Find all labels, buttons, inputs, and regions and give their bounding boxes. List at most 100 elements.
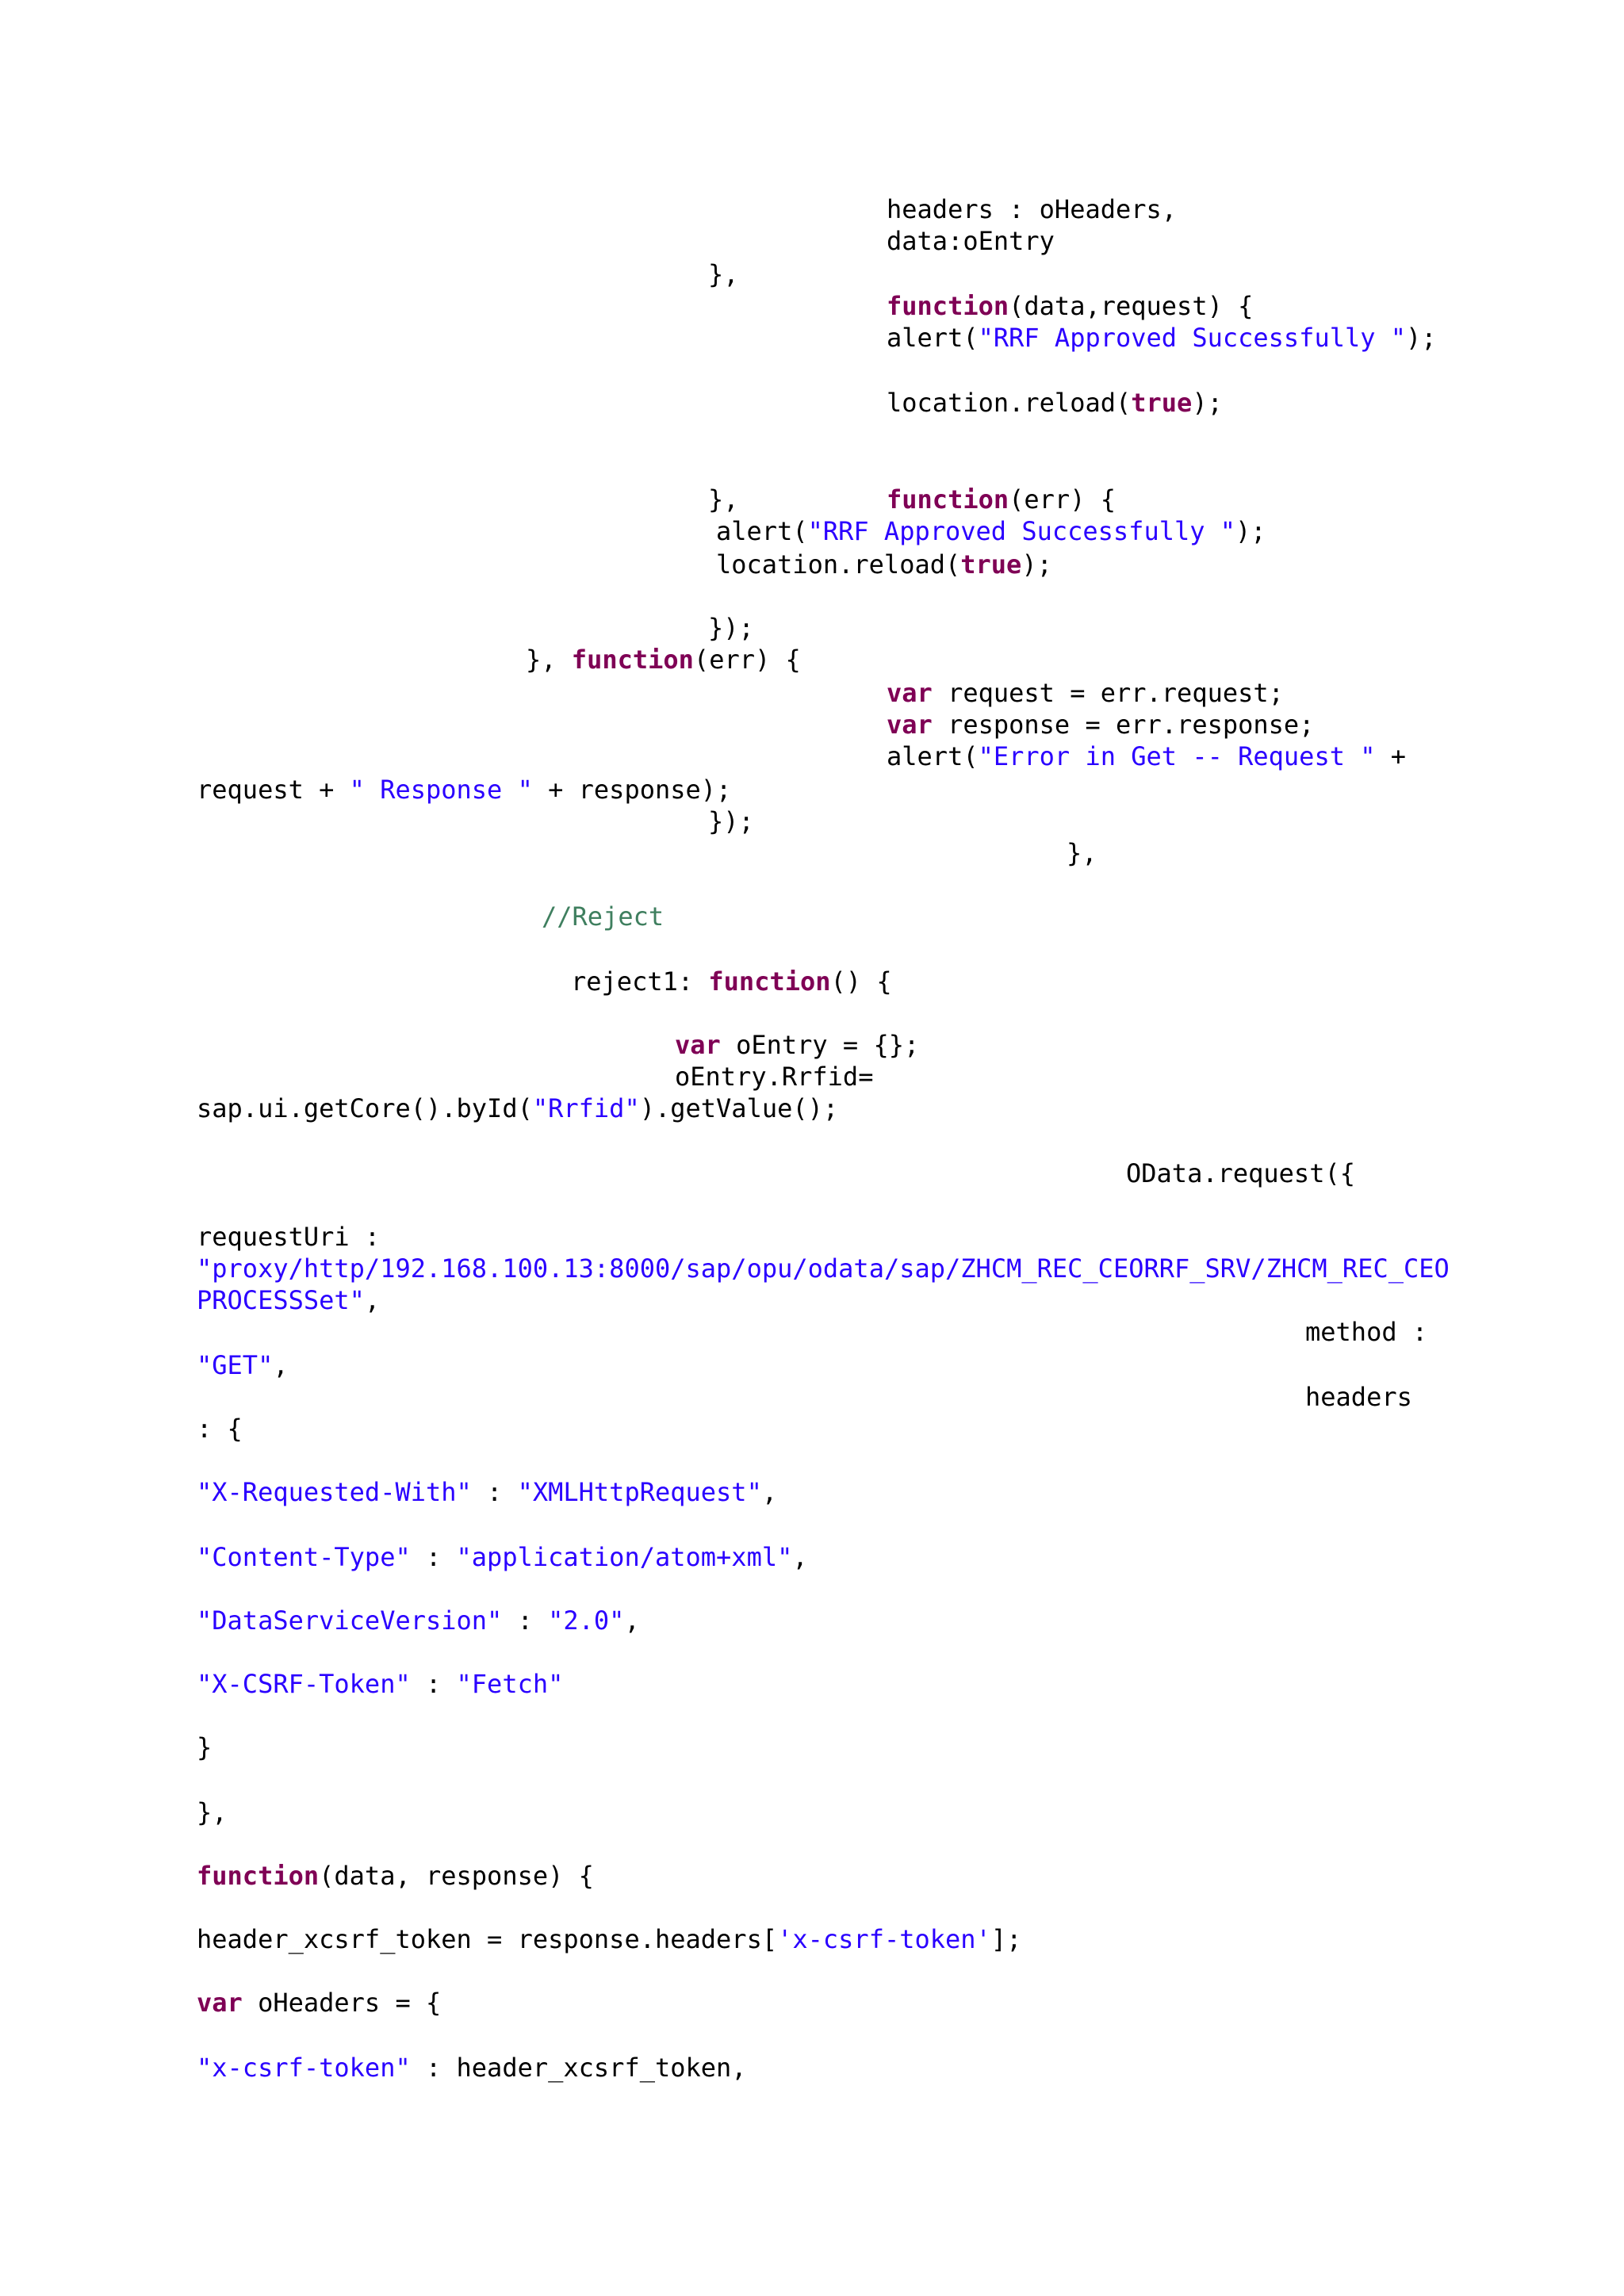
code-line: : { bbox=[197, 1413, 243, 1445]
code-text: (data,request) { bbox=[1009, 291, 1254, 321]
code-line: request + " Response " + response); bbox=[197, 774, 731, 806]
code-line: "GET", bbox=[197, 1349, 289, 1381]
code-string: "application/atom+xml" bbox=[456, 1542, 793, 1572]
code-text: data:oEntry bbox=[887, 226, 1055, 256]
code-line: function(err) { bbox=[887, 484, 1116, 515]
code-text: reject1: bbox=[571, 966, 709, 997]
code-string: PROCESSSet" bbox=[197, 1285, 365, 1315]
code-text: location.reload( bbox=[716, 549, 961, 580]
code-text: alert( bbox=[887, 741, 979, 771]
code-line: requestUri : bbox=[197, 1221, 380, 1253]
code-text: : bbox=[471, 1477, 518, 1507]
code-string: "X-CSRF-Token" bbox=[197, 1669, 411, 1699]
code-line: "DataServiceVersion" : "2.0", bbox=[197, 1605, 640, 1636]
code-line: function(data, response) { bbox=[197, 1860, 594, 1892]
code-text: , bbox=[364, 1285, 381, 1315]
code-line: "x-csrf-token" : header_xcsrf_token, bbox=[197, 2052, 747, 2084]
code-keyword: var bbox=[197, 1988, 243, 2018]
code-text: ); bbox=[1192, 388, 1223, 418]
code-string: "XMLHttpRequest" bbox=[517, 1477, 762, 1507]
code-text: headers bbox=[1305, 1382, 1412, 1412]
code-string: "GET" bbox=[197, 1350, 274, 1380]
code-line: sap.ui.getCore().byId("Rrfid").getValue(… bbox=[197, 1093, 838, 1124]
code-string: "proxy/http/192.168.100.13:8000/sap/opu/… bbox=[197, 1253, 1450, 1284]
code-line: headers : oHeaders, bbox=[887, 193, 1177, 225]
code-keyword: true bbox=[960, 549, 1022, 580]
code-text: }, bbox=[1067, 838, 1097, 868]
code-text: , bbox=[792, 1542, 808, 1572]
code-line: "X-Requested-With" : "XMLHttpRequest", bbox=[197, 1476, 777, 1508]
code-string: "RRF Approved Successfully " bbox=[978, 323, 1407, 353]
code-text: }); bbox=[708, 613, 754, 643]
code-text: OData.request({ bbox=[1126, 1158, 1355, 1188]
code-text: }, bbox=[526, 645, 572, 675]
code-text: headers : oHeaders, bbox=[887, 194, 1178, 224]
code-line: "proxy/http/192.168.100.13:8000/sap/opu/… bbox=[197, 1253, 1450, 1284]
code-keyword: function bbox=[887, 484, 1009, 515]
code-keyword: function bbox=[197, 1861, 320, 1891]
code-keyword: function bbox=[571, 645, 694, 675]
code-string: " Response " bbox=[349, 775, 533, 805]
code-text: alert( bbox=[716, 516, 808, 546]
code-string: "Rrfid" bbox=[532, 1093, 640, 1123]
code-comment: //Reject bbox=[542, 901, 665, 932]
code-text: : header_xcsrf_token, bbox=[410, 2053, 747, 2083]
code-text: : bbox=[410, 1669, 457, 1699]
code-text: header_xcsrf_token = response.headers[ bbox=[197, 1924, 778, 1954]
code-string: "Content-Type" bbox=[197, 1542, 411, 1572]
code-line: }, bbox=[197, 1797, 228, 1828]
code-text: ); bbox=[1021, 549, 1052, 580]
code-text: : bbox=[502, 1605, 549, 1636]
code-keyword: var bbox=[887, 710, 933, 740]
code-line: }); bbox=[708, 612, 754, 644]
code-text: ); bbox=[1406, 323, 1437, 353]
code-keyword: function bbox=[708, 966, 831, 997]
code-text: (err) { bbox=[693, 645, 801, 675]
code-text: : bbox=[410, 1542, 457, 1572]
code-line: } bbox=[197, 1732, 212, 1763]
code-string: "X-Requested-With" bbox=[197, 1477, 472, 1507]
code-text: , bbox=[273, 1350, 289, 1380]
code-line: location.reload(true); bbox=[887, 387, 1223, 419]
code-line: var response = err.response; bbox=[887, 709, 1314, 740]
code-keyword: true bbox=[1131, 388, 1193, 418]
code-line: alert("RRF Approved Successfully "); bbox=[887, 322, 1437, 354]
code-line: var request = err.request; bbox=[887, 677, 1284, 709]
code-text: }, bbox=[708, 259, 739, 289]
code-text: + response); bbox=[532, 775, 732, 805]
code-text: oHeaders = { bbox=[242, 1988, 442, 2018]
code-text: location.reload( bbox=[887, 388, 1132, 418]
code-line: function(data,request) { bbox=[887, 290, 1253, 322]
code-text: response = err.response; bbox=[932, 710, 1315, 740]
code-line: method : bbox=[1305, 1316, 1427, 1348]
code-line: }, function(err) { bbox=[526, 644, 801, 675]
code-line: "Content-Type" : "application/atom+xml", bbox=[197, 1541, 808, 1573]
code-text: sap.ui.getCore().byId( bbox=[197, 1093, 533, 1123]
code-text: (data, response) { bbox=[319, 1861, 594, 1891]
code-string: "x-csrf-token" bbox=[197, 2053, 411, 2083]
code-text: (err) { bbox=[1009, 484, 1116, 515]
code-text: } bbox=[197, 1732, 213, 1762]
code-line: headers bbox=[1305, 1381, 1412, 1413]
code-text: requestUri : bbox=[197, 1222, 381, 1252]
code-string: 'x-csrf-token' bbox=[777, 1924, 991, 1954]
code-text: ).getValue(); bbox=[639, 1093, 839, 1123]
code-text: }); bbox=[708, 806, 754, 836]
code-text: method : bbox=[1305, 1317, 1428, 1347]
code-line: PROCESSSet", bbox=[197, 1284, 380, 1316]
code-text: request + bbox=[197, 775, 350, 805]
code-string: "Fetch" bbox=[456, 1669, 564, 1699]
code-line: alert("RRF Approved Successfully "); bbox=[716, 515, 1266, 547]
code-line: }, bbox=[708, 258, 739, 290]
code-text: ); bbox=[1235, 516, 1266, 546]
code-line: OData.request({ bbox=[1126, 1158, 1355, 1189]
code-text: alert( bbox=[887, 323, 979, 353]
code-text: }, bbox=[708, 484, 739, 515]
code-text: oEntry.Rrfid= bbox=[675, 1062, 874, 1092]
code-text: () { bbox=[830, 966, 892, 997]
code-line: header_xcsrf_token = response.headers['x… bbox=[197, 1923, 1021, 1955]
code-line: }, bbox=[1067, 837, 1097, 869]
code-text: }, bbox=[197, 1797, 228, 1827]
code-line: alert("Error in Get -- Request " + bbox=[887, 740, 1406, 772]
